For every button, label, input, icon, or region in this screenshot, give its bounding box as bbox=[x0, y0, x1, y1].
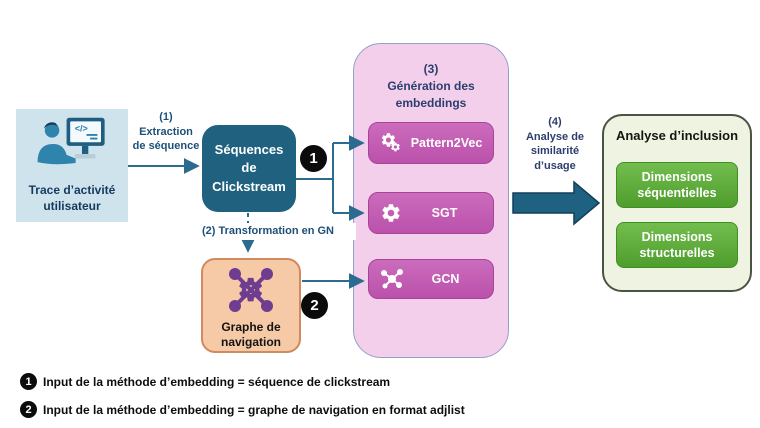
legend-item-2: 2 Input de la méthode d’embedding = grap… bbox=[20, 401, 465, 418]
method-sgt: SGT bbox=[368, 192, 494, 234]
method-gcn-label: GCN bbox=[431, 272, 460, 286]
trace-activity-label: Trace d’activité utilisateur bbox=[28, 183, 116, 213]
legend-badge-1: 1 bbox=[20, 373, 37, 390]
legend-text-1: Input de la méthode d’embedding = séquen… bbox=[43, 374, 391, 389]
structural-dimensions-label: Dimensions structurelles bbox=[639, 229, 715, 260]
legend-item-1: 1 Input de la méthode d’embedding = séqu… bbox=[20, 373, 390, 390]
double-gear-icon bbox=[380, 131, 406, 155]
big-arrow-similarity bbox=[512, 180, 601, 226]
navigation-graph-box: Graphe de navigation bbox=[201, 258, 301, 353]
svg-text:</>: </> bbox=[75, 123, 88, 133]
sequential-dimensions-box: Dimensions séquentielles bbox=[616, 162, 738, 208]
legend-text-2: Input de la méthode d’embedding = graphe… bbox=[43, 402, 465, 417]
step1-extraction-label: (1) Extraction de séquence bbox=[132, 111, 200, 153]
embeddings-panel-title: (3) Génération des embeddings bbox=[387, 62, 475, 110]
gear-network-icon bbox=[224, 265, 278, 320]
structural-dimensions-box: Dimensions structurelles bbox=[616, 222, 738, 268]
legend-badge-2: 2 bbox=[20, 401, 37, 418]
method-pattern2vec: Pattern2Vec bbox=[368, 122, 494, 164]
flow-badge-2: 2 bbox=[301, 292, 328, 319]
gear-icon bbox=[380, 202, 402, 224]
method-pattern2vec-label: Pattern2Vec bbox=[410, 136, 483, 150]
network-icon bbox=[380, 268, 404, 290]
clickstream-sequences-label: Séquences de Clickstream bbox=[212, 142, 286, 194]
inclusion-analysis-panel: Analyse d’inclusion Dimensions séquentie… bbox=[602, 114, 752, 292]
inclusion-panel-title: Analyse d’inclusion bbox=[615, 128, 739, 143]
method-gcn: GCN bbox=[368, 259, 494, 299]
trace-activity-box: </> Trace d’activité utilisateur bbox=[16, 109, 128, 222]
clickstream-sequences-box: Séquences de Clickstream bbox=[202, 125, 296, 212]
flow-badge-1: 1 bbox=[300, 145, 327, 172]
step4-similarity-label: (4) Analyse de similarité d’usage bbox=[525, 116, 585, 172]
method-sgt-label: SGT bbox=[431, 206, 458, 220]
sequential-dimensions-label: Dimensions séquentielles bbox=[637, 169, 717, 200]
embeddings-generation-panel: (3) Génération des embeddings Pattern2Ve… bbox=[353, 43, 509, 358]
step2-transformation-label: (2) Transformation en GN bbox=[180, 223, 356, 240]
navigation-graph-label: Graphe de navigation bbox=[220, 320, 281, 349]
person-at-computer-icon: </> bbox=[30, 115, 114, 178]
